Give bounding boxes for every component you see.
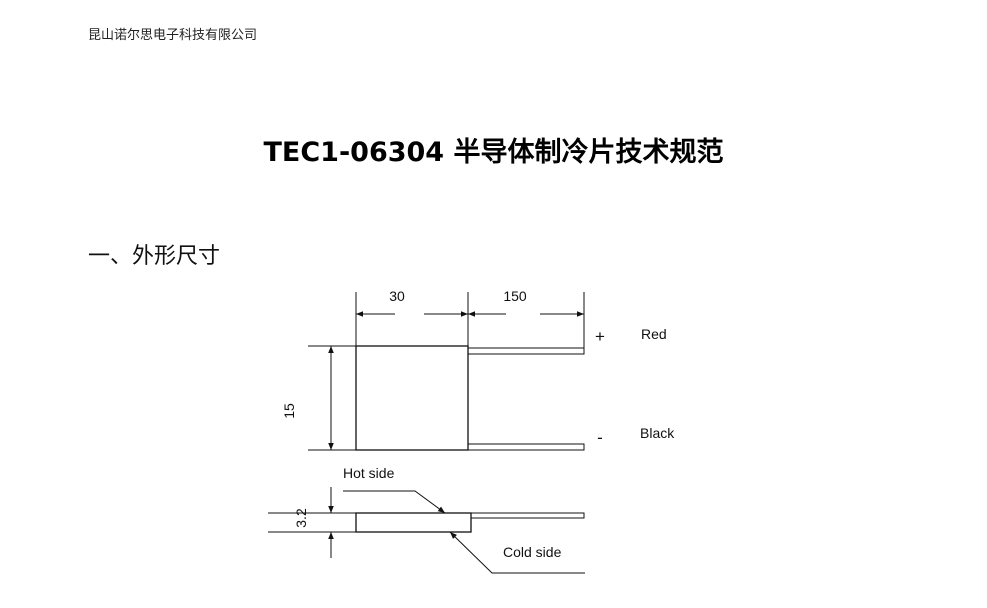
red-wire-label: Red	[641, 326, 667, 342]
red-lead-wire	[467, 347, 585, 355]
company-name: 昆山诺尔思电子科技有限公司	[88, 28, 258, 43]
document-title: TEC1-06304 半导体制冷片技术规范	[263, 137, 724, 168]
dim-thickness-label: 3.2	[293, 508, 309, 528]
plus-sign: +	[595, 327, 605, 346]
dim-height-label: 15	[281, 403, 297, 419]
black-lead-wire	[467, 443, 585, 451]
hot-side-label: Hot side	[343, 465, 395, 481]
module-body-top-view	[355, 345, 469, 451]
dim-lead-length-label: 150	[503, 288, 527, 304]
side-lead-wire	[470, 512, 585, 519]
module-body-side-view	[355, 512, 472, 533]
cold-side-leader	[449, 531, 585, 574]
dim-width-label: 30	[389, 288, 405, 304]
cold-side-label: Cold side	[503, 544, 562, 560]
hot-side-leader	[343, 490, 446, 514]
minus-sign: -	[597, 428, 603, 447]
section-heading: 一、外形尺寸	[88, 244, 221, 269]
black-wire-label: Black	[640, 425, 675, 441]
